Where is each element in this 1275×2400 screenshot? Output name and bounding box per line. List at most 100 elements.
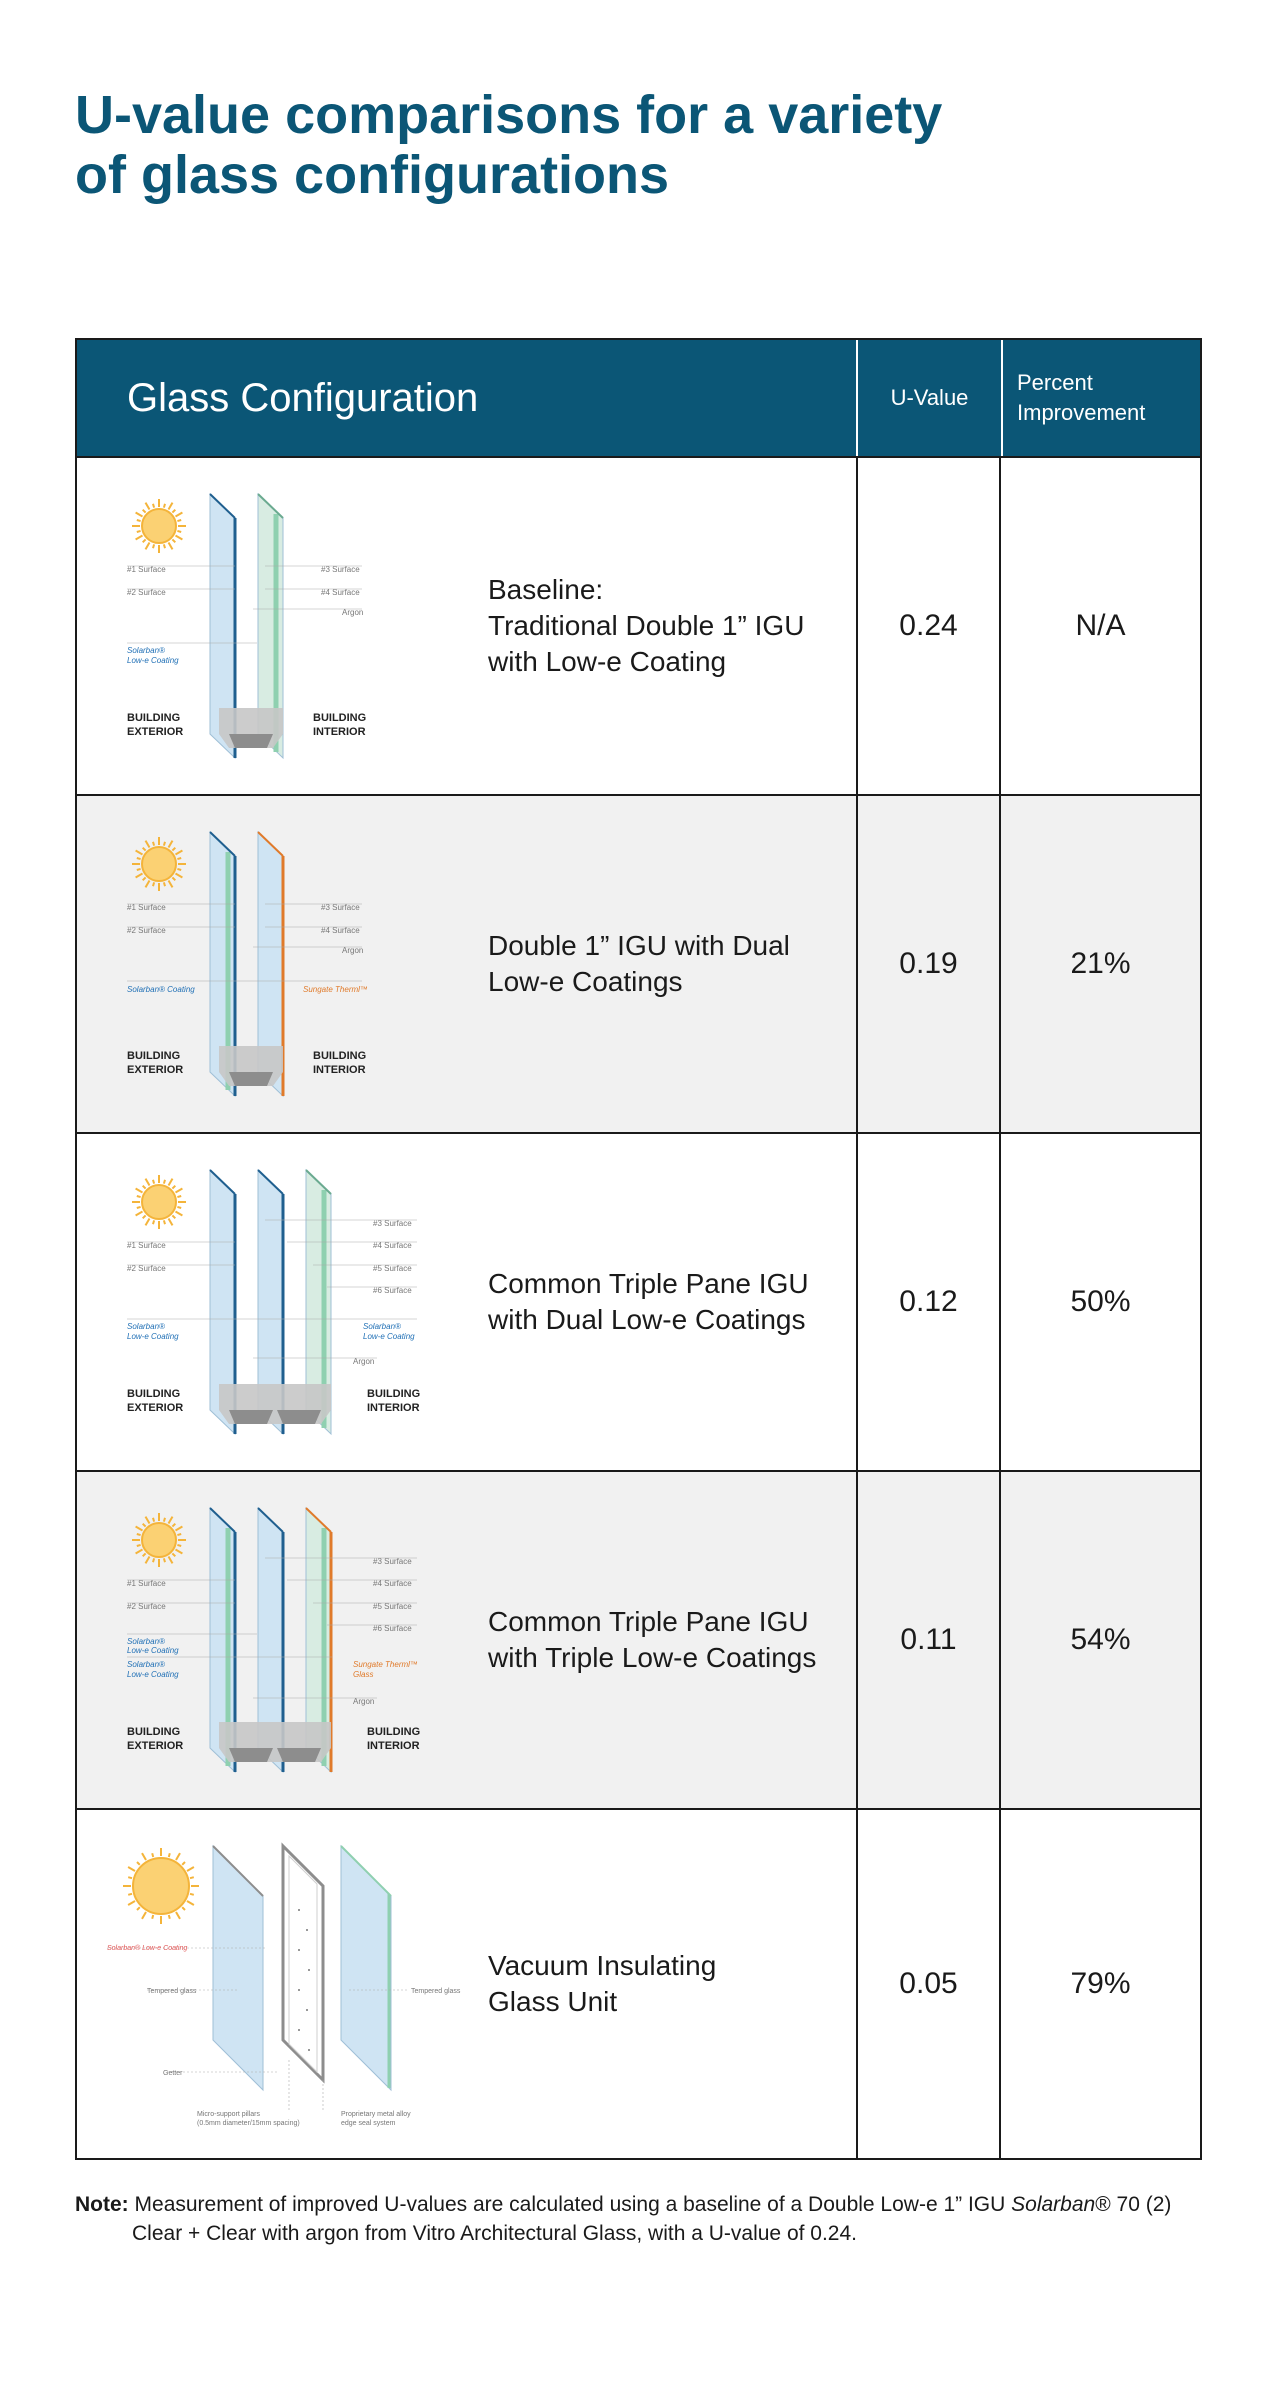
svg-text:Solarban®: Solarban® [363, 1322, 401, 1331]
sun-icon [123, 1848, 199, 1924]
svg-text:EXTERIOR: EXTERIOR [127, 1064, 183, 1076]
svg-text:#6 Surface: #6 Surface [373, 1624, 412, 1633]
svg-text:BUILDING: BUILDING [367, 1388, 420, 1400]
svg-text:Low-e Coating: Low-e Coating [363, 1332, 415, 1341]
svg-text:#1 Surface: #1 Surface [127, 1579, 166, 1588]
svg-text:Low-e Coating: Low-e Coating [127, 656, 179, 665]
sun-icon [132, 1175, 186, 1229]
svg-text:#2 Surface: #2 Surface [127, 926, 166, 935]
improvement-cell: 50% [1070, 1285, 1131, 1318]
svg-text:Low-e Coating: Low-e Coating [127, 1670, 179, 1679]
header-glass-configuration: Glass Configuration [77, 340, 858, 456]
title-line-1: U-value comparisons for a variety [75, 85, 943, 145]
svg-text:Solarban®: Solarban® [127, 1637, 165, 1646]
svg-text:#1 Surface: #1 Surface [127, 565, 166, 574]
svg-text:#5 Surface: #5 Surface [373, 1264, 412, 1273]
svg-text:Solarban® Low-e Coating: Solarban® Low-e Coating [107, 1944, 187, 1952]
svg-text:BUILDING: BUILDING [127, 1050, 180, 1062]
svg-text:Solarban®: Solarban® [127, 1660, 165, 1669]
svg-text:#3 Surface: #3 Surface [373, 1557, 412, 1566]
svg-text:Getter: Getter [163, 2070, 183, 2077]
sun-icon [132, 837, 186, 891]
u-value-cell: 0.11 [858, 1472, 1001, 1808]
table-row: #1 Surface #2 Surface #3 Surface #4 Surf… [77, 794, 1200, 1132]
header-u-value: U-Value [858, 340, 1003, 456]
svg-text:INTERIOR: INTERIOR [367, 1740, 420, 1752]
svg-text:Argon: Argon [353, 1357, 374, 1366]
u-value-cell: 0.05 [858, 1810, 1001, 2158]
svg-text:Argon: Argon [342, 946, 363, 955]
u-value-cell: 0.24 [858, 458, 1001, 794]
svg-text:Low-e Coating: Low-e Coating [127, 1646, 179, 1655]
table-row: Solarban® Low-e Coating Tempered glass T… [77, 1808, 1200, 2158]
svg-text:#1 Surface: #1 Surface [127, 903, 166, 912]
sun-icon [132, 499, 186, 553]
svg-text:Solarban®: Solarban® [127, 646, 165, 655]
svg-text:#2 Surface: #2 Surface [127, 1602, 166, 1611]
svg-text:Micro-support pillars: Micro-support pillars [197, 2111, 261, 2118]
svg-text:INTERIOR: INTERIOR [367, 1402, 420, 1414]
svg-text:Proprietary metal alloy: Proprietary metal alloy [341, 2111, 411, 2118]
table-row: #1 Surface #2 Surface #3 Surface #4 Surf… [77, 1132, 1200, 1470]
svg-text:Argon: Argon [353, 1697, 374, 1706]
svg-text:#5 Surface: #5 Surface [373, 1602, 412, 1611]
row-description: Baseline: Traditional Double 1” IGU with… [488, 574, 805, 677]
triple-pane-triple-lowe-diagram: #1 Surface #2 Surface #3 Surface #4 Surf… [77, 1472, 488, 1808]
triple-pane-dual-lowe-diagram: #1 Surface #2 Surface #3 Surface #4 Surf… [77, 1134, 488, 1470]
svg-text:#3 Surface: #3 Surface [373, 1219, 412, 1228]
table-row: #1 Surface #2 Surface #3 Surface #4 Surf… [77, 1470, 1200, 1808]
svg-text:#3 Surface: #3 Surface [321, 565, 360, 574]
svg-text:#2 Surface: #2 Surface [127, 1264, 166, 1273]
svg-text:#2 Surface: #2 Surface [127, 588, 166, 597]
svg-text:Solarban®: Solarban® [127, 1322, 165, 1331]
double-igu-diagram: #1 Surface #2 Surface #3 Surface #4 Surf… [77, 458, 488, 794]
footnote: Note: Measurement of improved U-values a… [75, 2193, 1172, 2245]
page-title: U-value comparisons for a variety of gla… [75, 85, 1075, 205]
note-label: Note: [75, 2193, 129, 2216]
row-description: Common Triple Pane IGU with Dual Low-e C… [488, 1268, 809, 1335]
svg-text:EXTERIOR: EXTERIOR [127, 1402, 183, 1414]
svg-text:INTERIOR: INTERIOR [313, 1064, 366, 1076]
svg-text:#4 Surface: #4 Surface [321, 588, 360, 597]
svg-text:BUILDING: BUILDING [127, 712, 180, 724]
svg-text:#3 Surface: #3 Surface [321, 903, 360, 912]
svg-text:BUILDING: BUILDING [127, 1388, 180, 1400]
vacuum-insulating-glass-diagram: Solarban® Low-e Coating Tempered glass T… [77, 1810, 488, 2158]
svg-text:edge seal system: edge seal system [341, 2120, 396, 2127]
row-description: Vacuum Insulating Glass Unit [488, 1950, 717, 2017]
svg-text:BUILDING: BUILDING [127, 1726, 180, 1738]
svg-text:Sungate Therml™: Sungate Therml™ [353, 1660, 418, 1669]
u-value-cell: 0.19 [858, 796, 1001, 1132]
double-igu-dual-lowe-diagram: #1 Surface #2 Surface #3 Surface #4 Surf… [77, 796, 488, 1132]
svg-text:EXTERIOR: EXTERIOR [127, 1740, 183, 1752]
svg-text:Tempered glass: Tempered glass [411, 1988, 461, 1995]
svg-text:INTERIOR: INTERIOR [313, 726, 366, 738]
svg-text:EXTERIOR: EXTERIOR [127, 726, 183, 738]
svg-text:#4 Surface: #4 Surface [373, 1579, 412, 1588]
svg-text:#1 Surface: #1 Surface [127, 1241, 166, 1250]
improvement-cell: N/A [1075, 609, 1126, 642]
sun-icon [132, 1513, 186, 1567]
svg-text:Low-e Coating: Low-e Coating [127, 1332, 179, 1341]
svg-text:Glass: Glass [353, 1670, 373, 1679]
svg-text:Argon: Argon [342, 608, 363, 617]
svg-text:BUILDING: BUILDING [313, 1050, 366, 1062]
row-description: Double 1” IGU with Dual Low-e Coatings [488, 930, 790, 997]
svg-text:BUILDING: BUILDING [367, 1726, 420, 1738]
row-description: Common Triple Pane IGU with Triple Low-e… [488, 1606, 817, 1673]
improvement-cell: 79% [1070, 1967, 1131, 2000]
svg-text:(0.5mm diameter/15mm spacing): (0.5mm diameter/15mm spacing) [197, 2120, 300, 2127]
u-value-cell: 0.12 [858, 1134, 1001, 1470]
table-row: #1 Surface #2 Surface #3 Surface #4 Surf… [77, 456, 1200, 794]
svg-text:#6 Surface: #6 Surface [373, 1286, 412, 1295]
svg-text:#4 Surface: #4 Surface [321, 926, 360, 935]
svg-text:#4 Surface: #4 Surface [373, 1241, 412, 1250]
title-line-2: of glass configurations [75, 145, 670, 205]
svg-text:Solarban® Coating: Solarban® Coating [127, 985, 195, 994]
svg-text:BUILDING: BUILDING [313, 712, 366, 724]
svg-text:Sungate Therml™: Sungate Therml™ [303, 985, 368, 994]
improvement-cell: 21% [1070, 947, 1131, 980]
